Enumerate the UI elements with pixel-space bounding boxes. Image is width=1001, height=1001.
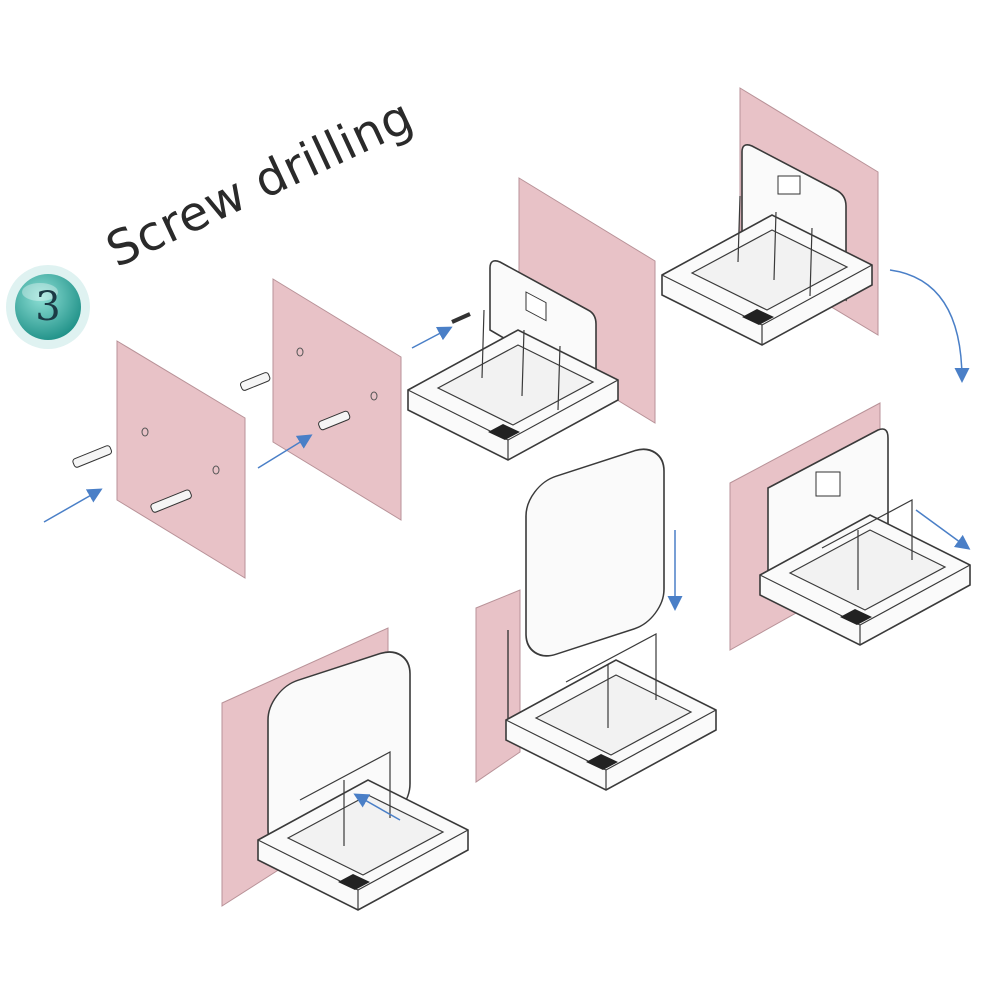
arrow-icon bbox=[889, 269, 970, 383]
step-insert-anchors bbox=[239, 278, 402, 521]
arrow-icon bbox=[411, 326, 453, 349]
wall-panel-2 bbox=[272, 278, 402, 521]
arrow-icon bbox=[353, 793, 401, 821]
arrow-icon bbox=[43, 488, 103, 523]
wall-anchor-icon bbox=[150, 489, 192, 513]
screw-icon bbox=[451, 312, 471, 324]
step-bracket-mounted bbox=[661, 87, 970, 383]
step-badge-label: 3 bbox=[6, 265, 90, 349]
step-wall-anchors bbox=[43, 340, 246, 579]
wall-anchor-icon bbox=[318, 410, 351, 431]
step-final-mount bbox=[221, 627, 469, 911]
step-insert-router bbox=[475, 448, 717, 791]
wall-panel-6 bbox=[475, 589, 521, 783]
step-number: 3 bbox=[35, 284, 61, 330]
step-pull-tray bbox=[729, 402, 971, 651]
shelf-bracket bbox=[505, 659, 717, 791]
arrow-icon bbox=[915, 509, 971, 550]
wall-panel-1 bbox=[116, 340, 246, 579]
wall-anchor-icon bbox=[239, 372, 271, 391]
wall-anchor-icon bbox=[72, 445, 113, 468]
step-badge bbox=[6, 265, 90, 349]
bracket-icon bbox=[767, 428, 889, 592]
arrow-icon bbox=[257, 434, 313, 469]
router-icon bbox=[525, 448, 665, 657]
step-screw-bracket bbox=[407, 177, 656, 461]
